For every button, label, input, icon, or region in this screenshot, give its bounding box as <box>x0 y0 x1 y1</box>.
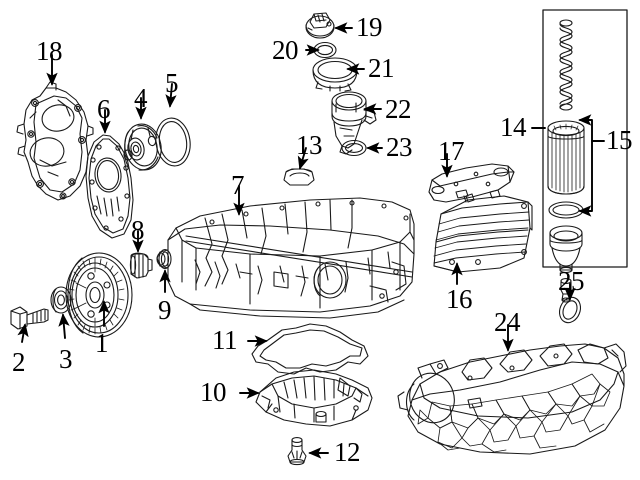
callout-label-3[interactable]: 3 <box>59 344 73 374</box>
part-4-oil-pump-drive-hub <box>123 123 162 171</box>
callout-label-15[interactable]: 15 <box>606 125 633 155</box>
part-9-o-ring <box>158 248 172 270</box>
callout-label-12[interactable]: 12 <box>334 437 361 467</box>
callout-label-14[interactable]: 14 <box>500 112 527 142</box>
callout-label-16[interactable]: 16 <box>446 284 473 314</box>
callout-label-10[interactable]: 10 <box>200 377 227 407</box>
callout-label-4[interactable]: 4 <box>134 83 148 113</box>
part-1-crank-damper <box>65 252 133 338</box>
callout-label-2[interactable]: 2 <box>12 347 26 377</box>
part-16-oil-cooler <box>433 189 533 273</box>
callout-label-8[interactable]: 8 <box>131 215 145 245</box>
callout-label-5[interactable]: 5 <box>165 68 179 98</box>
part-17-oil-cooler-gasket <box>428 163 515 203</box>
callout-label-25[interactable]: 25 <box>558 266 585 296</box>
callout-label-7[interactable]: 7 <box>231 170 245 200</box>
part-21-filler-collar <box>312 57 358 92</box>
callout-label-22[interactable]: 22 <box>385 94 412 124</box>
part-5-o-ring <box>155 117 191 167</box>
part-8-threaded-plug <box>129 252 153 279</box>
callout-label-21[interactable]: 21 <box>368 53 395 83</box>
part-7-upper-oil-pan <box>156 197 415 319</box>
part-22-filler-neck <box>331 91 377 155</box>
part-2-damper-bolt <box>10 306 49 330</box>
callout-label-1[interactable]: 1 <box>95 328 109 358</box>
part-10-lower-oil-pan <box>255 369 373 427</box>
part-3-washer <box>50 286 72 314</box>
part-15-filter-o-ring <box>548 201 584 219</box>
callout-label-24[interactable]: 24 <box>494 307 521 337</box>
callout-label-11[interactable]: 11 <box>212 325 238 355</box>
callout-label-19[interactable]: 19 <box>356 12 383 42</box>
callout-arrows <box>17 22 605 459</box>
callout-label-9[interactable]: 9 <box>158 295 172 325</box>
callout-label-13[interactable]: 13 <box>296 130 323 160</box>
callout-label-17[interactable]: 17 <box>438 136 465 166</box>
part-14-filter-element <box>547 120 585 195</box>
part-19-oil-filler-cap <box>305 12 335 39</box>
callout-label-23[interactable]: 23 <box>386 132 413 162</box>
part-6-oil-pump-cover-gasket <box>85 134 134 239</box>
part-23-o-ring <box>341 139 367 157</box>
part-15-filter-cap <box>549 225 583 274</box>
part-15-filter-spring <box>559 19 573 111</box>
callout-label-6[interactable]: 6 <box>97 94 111 124</box>
part-24-intake-manifold <box>397 343 627 455</box>
part-13-oval-cover <box>283 168 315 186</box>
callout-label-20[interactable]: 20 <box>272 35 299 65</box>
oil-filter-assembly-box <box>542 9 628 268</box>
part-18-oil-pump-housing <box>16 81 94 201</box>
part-11-lower-pan-gasket <box>251 323 369 375</box>
callout-label-18[interactable]: 18 <box>36 36 63 66</box>
part-12-drain-plug <box>287 437 307 466</box>
